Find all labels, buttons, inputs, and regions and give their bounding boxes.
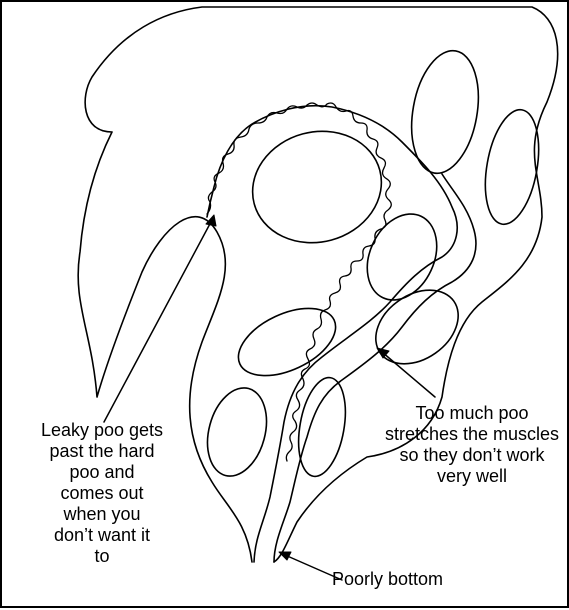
leaky-poo-label: Leaky poo gets past the hard poo and com…: [8, 420, 196, 567]
muscle-blob: [198, 381, 275, 482]
canal-right-edge: [274, 174, 476, 562]
hard-poo-squiggle: [207, 103, 391, 461]
poorly-bottom-label: Poorly bottom: [332, 569, 532, 590]
stretched-muscles-label: Too much poo stretches the muscles so th…: [372, 403, 569, 487]
canal-left-edge: [207, 106, 457, 562]
leaky-arrow-line: [104, 220, 212, 422]
muscle-blob: [354, 203, 450, 312]
muscle-blob: [403, 45, 488, 178]
